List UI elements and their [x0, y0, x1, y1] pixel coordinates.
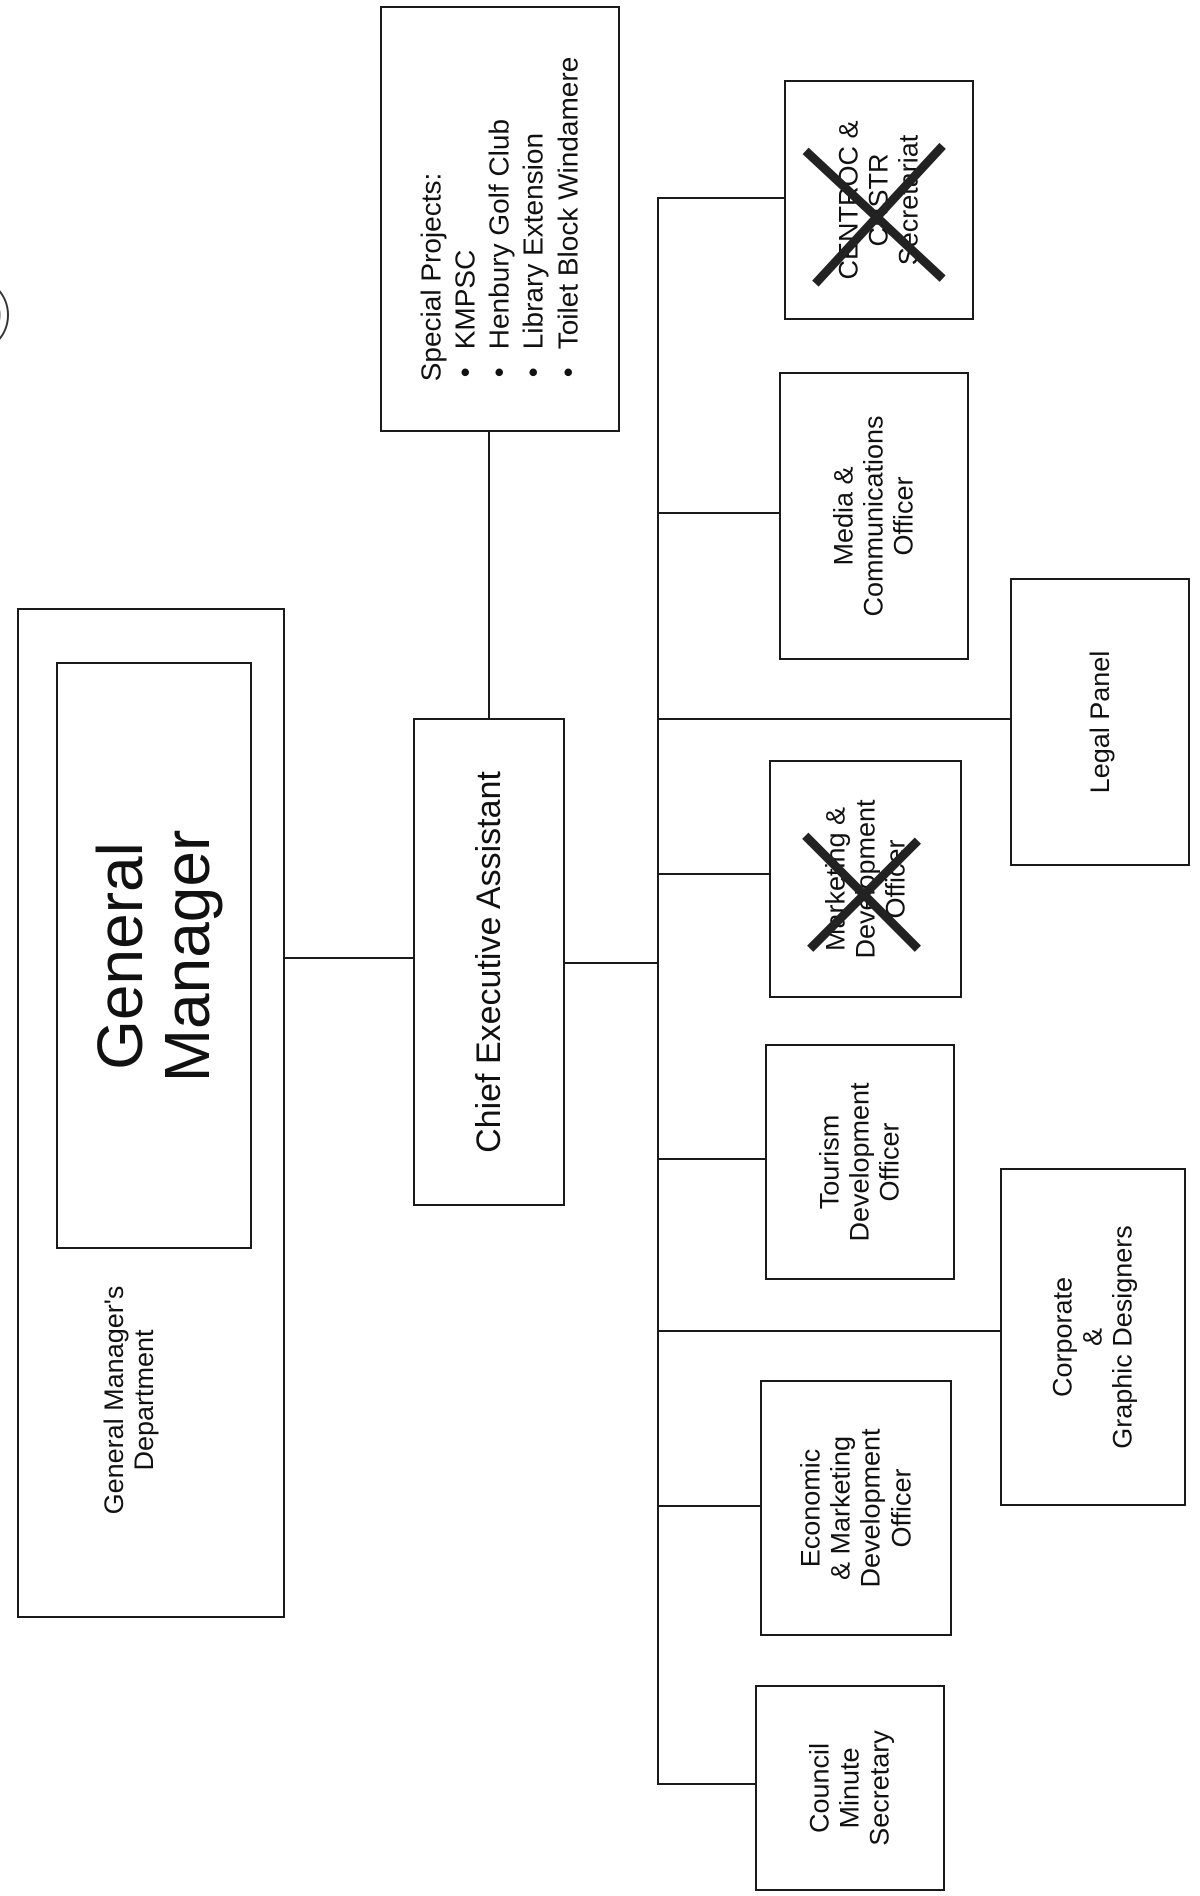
branch-corporate	[657, 1330, 1002, 1332]
chief-exec-box: Chief Executive Assistant	[413, 718, 565, 1206]
centroc-box: CENTROC & CNSTR Secretariat	[784, 80, 974, 320]
corporate-label: Corporate & Graphic Designers	[1047, 1225, 1139, 1449]
tourism-box: Tourism Development Officer	[765, 1044, 955, 1280]
legal-panel-label: Legal Panel	[1084, 650, 1115, 794]
centroc-label: CENTROC & CNSTR Secretariat	[833, 120, 925, 280]
connector-cea-to-projects	[488, 430, 490, 720]
corporate-box: Corporate & Graphic Designers	[1000, 1168, 1186, 1506]
general-manager-label: General Manager	[83, 829, 223, 1082]
project-item: Henbury Golf Club	[483, 57, 517, 382]
chief-exec-label: Chief Executive Assistant	[469, 771, 508, 1153]
marketing-dev-label: Marketing & Development Officer	[820, 799, 911, 959]
connector-cea-to-trunk	[563, 962, 659, 964]
project-item: Toilet Block Windamere	[551, 57, 585, 382]
media-label: Media & Communications Officer	[828, 415, 920, 617]
project-item: Library Extension	[517, 57, 551, 382]
connector-gm-to-cea	[245, 957, 415, 959]
tourism-label: Tourism Development Officer	[814, 1082, 906, 1242]
marketing-dev-box: Marketing & Development Officer	[769, 760, 962, 998]
council-label: Council Minute Secretary	[804, 1730, 896, 1846]
branch-tourism	[657, 1158, 765, 1160]
council-box: Council Minute Secretary	[755, 1685, 945, 1891]
special-projects-heading: Special Projects:	[415, 172, 447, 382]
project-item: KMPSC	[449, 57, 483, 382]
branch-economic	[657, 1505, 760, 1507]
branch-marketing-dev	[657, 873, 772, 875]
special-projects-box: Special Projects: KMPSC Henbury Golf Clu…	[380, 6, 620, 432]
branch-legal	[657, 718, 1012, 720]
media-box: Media & Communications Officer	[779, 372, 969, 660]
trunk-line	[657, 197, 659, 1785]
branch-media	[657, 512, 779, 514]
economic-box: Economic & Marketing Development Officer	[760, 1380, 952, 1636]
branch-council	[657, 1783, 755, 1785]
department-label: General Manager's Department	[98, 1285, 159, 1515]
branch-centroc	[657, 197, 784, 199]
special-projects-list: KMPSC Henbury Golf Club Library Extensio…	[449, 57, 586, 382]
special-projects-content: Special Projects: KMPSC Henbury Golf Clu…	[415, 57, 586, 382]
legal-panel-box: Legal Panel	[1010, 578, 1190, 866]
general-manager-box: General Manager	[56, 662, 252, 1249]
economic-label: Economic & Marketing Development Officer	[795, 1428, 917, 1588]
council-seal-icon	[0, 290, 9, 340]
